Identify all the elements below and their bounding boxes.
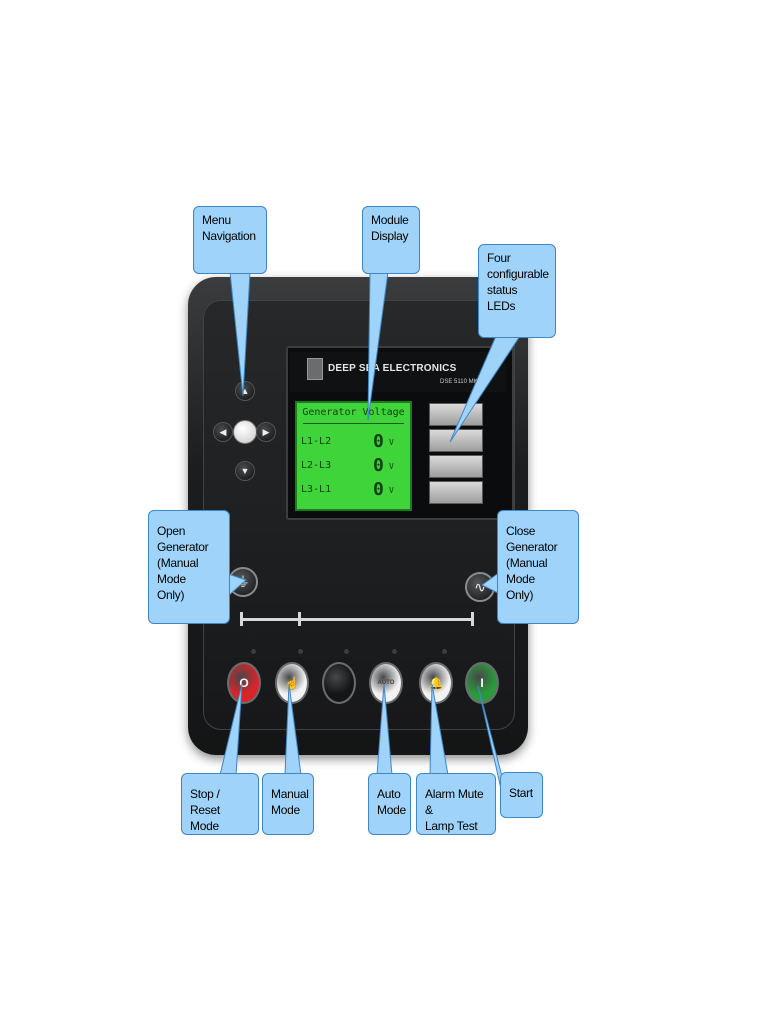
indicator-led [442,649,447,654]
lcd-row: L2-L3 0 V [301,455,406,476]
lcd-title: Generator Voltage [302,407,405,418]
stop-reset-button[interactable]: O [227,662,261,704]
chevron-left-icon: ◀ [219,427,227,437]
status-led-4 [429,481,483,504]
leader-manual [284,683,302,776]
callout-text: Close [506,524,536,538]
nav-down-button[interactable]: ▼ [235,461,255,481]
lcd-row-label: L3-L1 [301,484,332,495]
dse-logo [307,358,323,380]
indicator-led [298,649,303,654]
leader-menu-navigation [229,271,251,397]
sine-wave-icon: ∿ [474,579,486,595]
callout-alarm-mute: Alarm Mute & Lamp Test [416,773,496,835]
callout-text: status LEDs [487,283,518,313]
nav-select-button[interactable] [233,420,257,444]
callout-stop-reset: Stop / Reset Mode [181,773,259,835]
display-header [290,352,506,392]
indicator-led [251,649,256,654]
callout-auto: Auto Mode [368,773,411,835]
lcd-row-value: 0 [373,479,384,500]
callout-text: Open [157,524,186,538]
callout-text: Mode [377,803,406,817]
callout-text: configurable [487,267,549,281]
chevron-right-icon: ▶ [262,427,270,437]
callout-text: Navigation [202,229,256,243]
callout-text: (Manual Mode [506,556,548,586]
bus-tick [298,612,301,626]
callout-text: Lamp Test [425,819,478,833]
callout-manual: Manual Mode [262,773,314,835]
callout-text: (Manual Mode [157,556,199,586]
callout-text: Four [487,251,511,265]
callout-text: Menu [202,213,231,227]
callout-start: Start [500,772,543,818]
callout-text: Only) [506,588,534,602]
power-off-icon: O [239,676,249,690]
leader-stop-reset [219,683,243,776]
leader-alarm-mute [429,683,449,776]
bus-tick [240,612,243,626]
lcd-row-label: L2-L3 [301,460,332,471]
model-number: DSE 5110 MKII [440,379,481,385]
hand-icon: ☝ [284,676,300,690]
chevron-down-icon: ▼ [240,466,250,476]
callout-text: Only) [157,588,185,602]
status-led-3 [429,455,483,478]
callout-text: Manual [271,787,309,801]
auto-icon: AUTO [377,680,395,686]
power-on-icon: I [480,676,484,690]
leader-open-generator [227,573,247,598]
callout-menu-navigation: Menu Navigation [193,206,267,274]
callout-text: Generator [506,540,558,554]
unlabeled-button[interactable] [322,662,356,704]
leader-status-leds [449,335,521,443]
bus-line [240,618,474,621]
lcd-row-unit: V [389,462,394,471]
callout-text: Start [509,786,533,800]
lcd-divider [303,423,404,424]
callout-text: Module [371,213,409,227]
brand-name: DEEP SEA ELECTRONICS [328,363,457,374]
callout-text: Stop / Reset [190,787,220,817]
indicator-led [344,649,349,654]
callout-open-generator: Open Generator (Manual Mode Only) [148,510,230,624]
callout-close-generator: Close Generator (Manual Mode Only) [497,510,579,624]
nav-up-button[interactable]: ▲ [235,381,255,401]
chevron-up-icon: ▲ [240,386,250,396]
callout-module-display: Module Display [362,206,420,274]
lcd-row-unit: V [389,438,394,447]
callout-text: Generator [157,540,209,554]
lcd-row: L3-L1 0 V [301,479,406,500]
lcd-display: Generator Voltage L1-L2 0 V L2-L3 0 V L3… [295,401,412,511]
callout-text: Alarm Mute & [425,787,484,817]
auto-mode-button[interactable]: AUTO [369,662,403,704]
leader-auto [376,683,393,776]
leader-module-display [367,271,389,421]
callout-status-leds: Four configurable status LEDs [478,244,556,338]
callout-text: Mode [271,803,300,817]
nav-right-button[interactable]: ▶ [256,422,276,442]
callout-text: Display [371,229,409,243]
lcd-row-value: 0 [373,431,384,452]
callout-text: Auto [377,787,401,801]
lcd-row-label: L1-L2 [301,436,332,447]
indicator-led [392,649,397,654]
callout-text: Mode [190,819,219,833]
lcd-row: L1-L2 0 V [301,431,406,452]
lcd-row-unit: V [389,486,394,495]
bus-tick [471,612,474,626]
lcd-row-value: 0 [373,455,384,476]
nav-left-button[interactable]: ◀ [213,422,233,442]
